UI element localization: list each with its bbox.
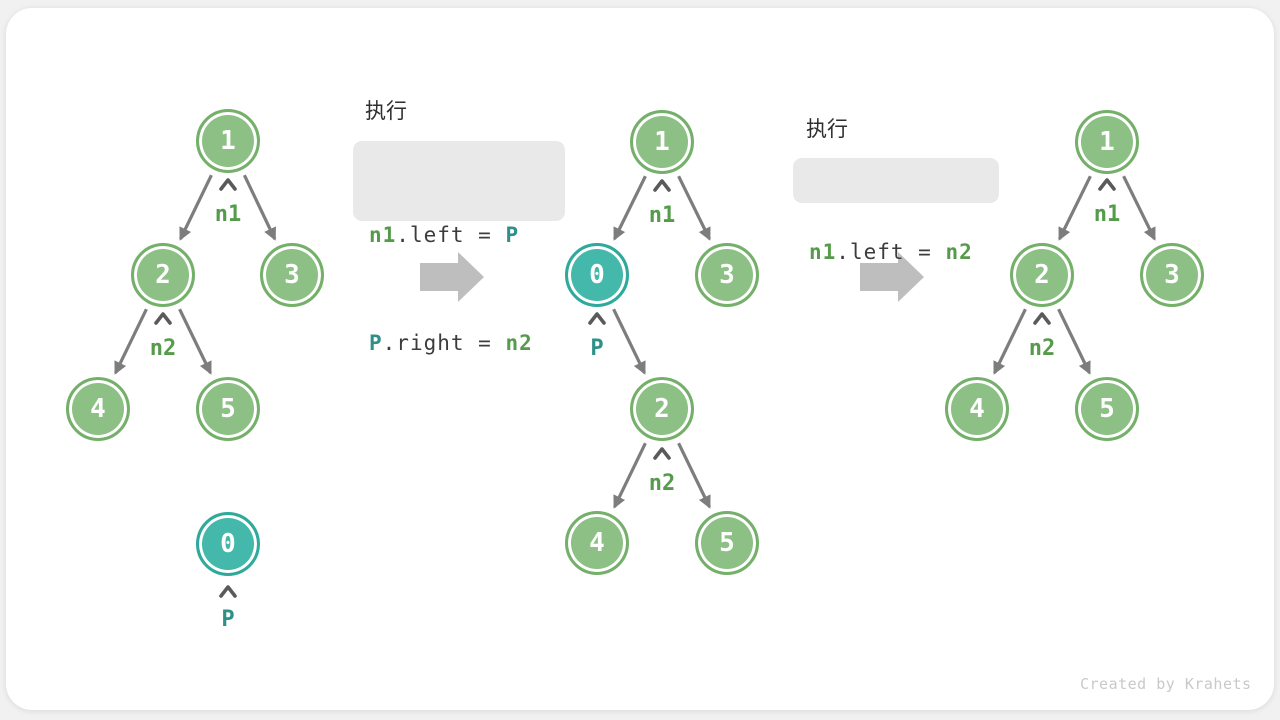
code-token: n2 bbox=[505, 331, 533, 355]
caret-up-icon bbox=[219, 178, 237, 191]
node-value: 4 bbox=[589, 528, 605, 558]
caret-up-icon bbox=[653, 447, 671, 460]
watermark-credit: Created by Krahets bbox=[1080, 675, 1252, 693]
exec-title: 执行 bbox=[365, 99, 407, 123]
edge-2-5 bbox=[178, 308, 212, 375]
caret-up-icon bbox=[588, 312, 606, 325]
pointer-label-p: P bbox=[221, 607, 235, 632]
caret-up-icon bbox=[1098, 178, 1116, 191]
edge-0-2 bbox=[612, 308, 646, 375]
node-value: 5 bbox=[220, 394, 236, 424]
tree-middle-node-p: 0 bbox=[565, 243, 629, 307]
edge-1-3 bbox=[242, 174, 277, 241]
caret-up-icon bbox=[219, 585, 237, 598]
transition-arrow-icon bbox=[860, 252, 924, 302]
edge-2-5 bbox=[677, 442, 711, 509]
code-block-2: n1.left = n2 bbox=[793, 158, 999, 264]
node-value: 3 bbox=[284, 260, 300, 290]
node-value: 2 bbox=[1034, 260, 1050, 290]
code-line: P.right = n2 bbox=[369, 325, 549, 361]
tree-right-node-3: 3 bbox=[1140, 243, 1204, 307]
node-value: 2 bbox=[654, 394, 670, 424]
pointer-label-n1: n1 bbox=[214, 202, 242, 227]
tree-left-node-3: 3 bbox=[260, 243, 324, 307]
tree-left-edges bbox=[114, 174, 277, 375]
edge-1-2 bbox=[1058, 175, 1092, 241]
code-token: n1 bbox=[369, 223, 397, 247]
code-token: P bbox=[369, 331, 383, 355]
pointer-label-n2: n2 bbox=[1028, 336, 1056, 361]
tree-left-node-1: 1 bbox=[196, 109, 260, 173]
node-value: 3 bbox=[1164, 260, 1180, 290]
node-value: 1 bbox=[1099, 127, 1115, 157]
code-block-1: n1.left = P P.right = n2 bbox=[353, 141, 565, 355]
pointer-label-n2: n2 bbox=[149, 336, 177, 361]
node-value: 1 bbox=[654, 127, 670, 157]
tree-left-node-4: 4 bbox=[66, 377, 130, 441]
tree-left-node-5: 5 bbox=[196, 377, 260, 441]
edge-2-4 bbox=[993, 308, 1027, 375]
code-token: .left = bbox=[396, 223, 506, 247]
edge-2-4 bbox=[613, 442, 647, 509]
tree-right-node-1: 1 bbox=[1075, 110, 1139, 174]
node-value: 3 bbox=[719, 260, 735, 290]
tree-right-node-5: 5 bbox=[1075, 377, 1139, 441]
code-line: n1.left = P bbox=[369, 217, 549, 253]
pointer-carets bbox=[154, 178, 1116, 598]
pointer-label-n1: n1 bbox=[1093, 202, 1121, 227]
tree-left-node-2: 2 bbox=[131, 243, 195, 307]
tree-right-node-2: 2 bbox=[1010, 243, 1074, 307]
code-token: .right = bbox=[382, 331, 506, 355]
node-value: 5 bbox=[719, 528, 735, 558]
pointer-label-n1: n1 bbox=[648, 203, 676, 228]
edge-1-3 bbox=[677, 175, 711, 241]
tree-middle-node-5: 5 bbox=[695, 511, 759, 575]
tree-left-node-p: 0 bbox=[196, 512, 260, 576]
code-line: n1.left = n2 bbox=[809, 234, 983, 270]
code-token: n2 bbox=[945, 240, 973, 264]
caret-up-icon bbox=[1033, 312, 1051, 325]
node-value: 0 bbox=[220, 529, 236, 559]
node-value: 1 bbox=[220, 126, 236, 156]
pointer-label-p: P bbox=[590, 336, 604, 361]
node-value: 0 bbox=[589, 260, 605, 290]
edge-2-4 bbox=[114, 308, 148, 375]
edge-1-0 bbox=[613, 175, 647, 241]
node-value: 4 bbox=[90, 394, 106, 424]
edge-1-2 bbox=[179, 174, 213, 241]
edge-2-5 bbox=[1057, 308, 1091, 375]
code-token: n1 bbox=[809, 240, 837, 264]
node-value: 2 bbox=[155, 260, 171, 290]
node-value: 5 bbox=[1099, 394, 1115, 424]
tree-middle-edges bbox=[612, 175, 711, 509]
caret-up-icon bbox=[653, 179, 671, 192]
tree-right-node-4: 4 bbox=[945, 377, 1009, 441]
pointer-label-n2: n2 bbox=[648, 471, 676, 496]
tree-middle-node-3: 3 bbox=[695, 243, 759, 307]
edge-1-3 bbox=[1122, 175, 1156, 241]
tree-middle-node-4: 4 bbox=[565, 511, 629, 575]
code-token: P bbox=[505, 223, 520, 247]
code-token: .left = bbox=[836, 240, 946, 264]
tree-right-edges bbox=[993, 175, 1156, 375]
exec-title: 执行 bbox=[806, 117, 848, 141]
node-value: 4 bbox=[969, 394, 985, 424]
transition-arrow-icon bbox=[420, 252, 484, 302]
tree-middle-node-1: 1 bbox=[630, 110, 694, 174]
tree-middle-node-2: 2 bbox=[630, 377, 694, 441]
caret-up-icon bbox=[154, 312, 172, 325]
